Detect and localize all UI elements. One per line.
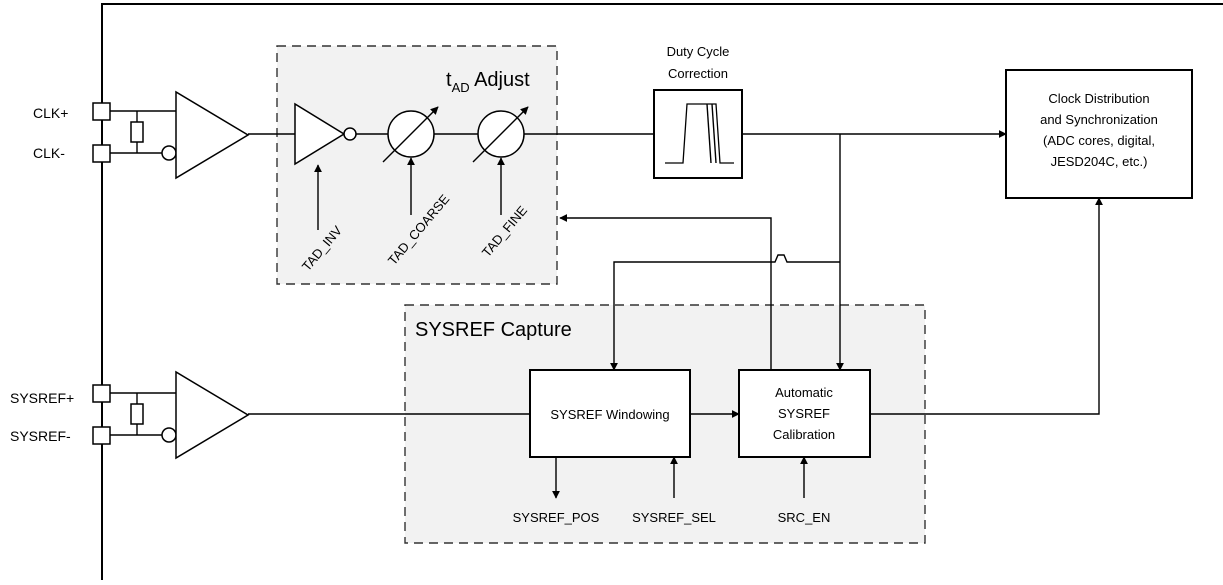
sysref-termination-resistor — [130, 403, 144, 425]
duty-cycle-label-2: Correction — [668, 66, 728, 81]
clock-distribution-block — [1005, 69, 1193, 199]
tad-inverter-bubble — [343, 127, 357, 141]
tad-adjust-title: tAD Adjust — [446, 69, 530, 95]
clk-plus-pad — [92, 102, 111, 121]
sysref-plus-label: SYSREF+ — [10, 390, 74, 406]
sysref-minus-pad — [92, 426, 111, 445]
clk-minus-pad — [92, 144, 111, 163]
tad-inverter — [294, 102, 346, 166]
clk-inverting-input — [161, 145, 177, 161]
calibration-line-2: SYSREF — [778, 406, 830, 421]
clk-termination-resistor — [130, 121, 144, 143]
clock-dist-line-3: (ADC cores, digital, — [1043, 133, 1155, 148]
sysref-minus-label: SYSREF- — [10, 428, 71, 444]
sysref-windowing-block — [529, 369, 691, 458]
sysref-plus-pad — [92, 384, 111, 403]
sysref-pos-label: SYSREF_POS — [513, 510, 600, 525]
auto-sysref-calibration-block — [738, 369, 871, 458]
calibration-line-1: Automatic — [775, 385, 833, 400]
calibration-line-3: Calibration — [773, 427, 835, 442]
sysref-capture-title: SYSREF Capture — [415, 319, 572, 341]
clk-input-buffer — [175, 90, 250, 180]
sysref-windowing-label: SYSREF Windowing — [550, 407, 669, 422]
sysref-inverting-input — [161, 427, 177, 443]
tad-adjust-region — [276, 45, 558, 285]
clock-dist-line-4: JESD204C, etc.) — [1051, 154, 1148, 169]
duty-cycle-pulse-icon — [665, 103, 734, 164]
sysref-input-buffer — [175, 370, 250, 460]
clock-dist-line-1: Clock Distribution — [1048, 91, 1149, 106]
duty-cycle-label-1: Duty Cycle — [667, 44, 730, 59]
clk-minus-label: CLK- — [33, 145, 65, 161]
src-en-label: SRC_EN — [778, 510, 831, 525]
duty-cycle-correction-block — [653, 89, 743, 179]
clock-dist-line-2: and Synchronization — [1040, 112, 1158, 127]
clk-plus-label: CLK+ — [33, 105, 68, 121]
sysref-sel-label: SYSREF_SEL — [632, 510, 716, 525]
